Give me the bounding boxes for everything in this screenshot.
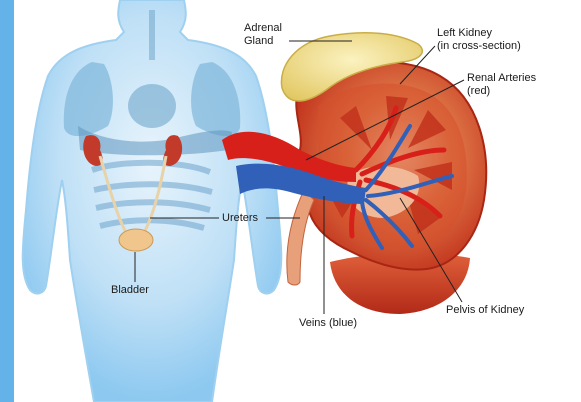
label-veins: Veins (blue): [299, 317, 357, 330]
large-ureter: [287, 190, 314, 285]
label-renal-arteries: Renal Arteries (red): [467, 72, 536, 98]
label-ureters: Ureters: [222, 212, 258, 225]
small-bladder: [119, 229, 153, 251]
body-silhouette: [23, 0, 282, 402]
label-pelvis: Pelvis of Kidney: [446, 304, 524, 317]
label-left-kidney: Left Kidney (in cross-section): [437, 27, 521, 53]
label-adrenal-gland: Adrenal Gland: [244, 22, 282, 48]
label-bladder: Bladder: [111, 284, 149, 297]
